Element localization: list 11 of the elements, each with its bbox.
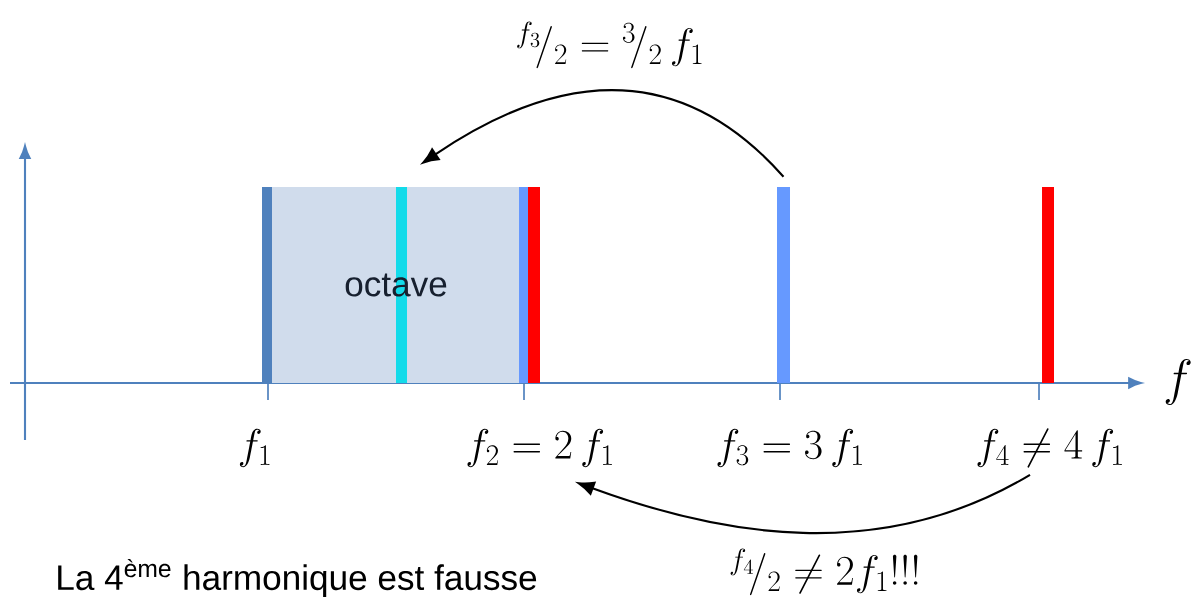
caption-text: La 4$^{ème}$ harmonique est fausse — [58, 558, 537, 598]
curved-arrow — [577, 473, 1031, 534]
frequency-label: $f_2= 2\,f_1$ — [467, 428, 612, 468]
frequency-label: $f_1$ — [239, 428, 270, 468]
frequency-label: $f_4 \neq 4\,f_1$ — [977, 428, 1122, 468]
curved-arrow — [422, 89, 785, 178]
spectral-bar — [777, 187, 790, 383]
frequency-label: $f_3= 3\,f_1$ — [717, 428, 862, 468]
edge-label: ${}^{f_3}\!/_{2} = {}^{3}\!/_{2}\,f_1$ — [512, 19, 708, 71]
edge-label: ${}^{f_4}\!/_{2} \neq 2f_1!!!$ — [726, 546, 924, 598]
axis-label: $f$ — [1165, 359, 1191, 405]
